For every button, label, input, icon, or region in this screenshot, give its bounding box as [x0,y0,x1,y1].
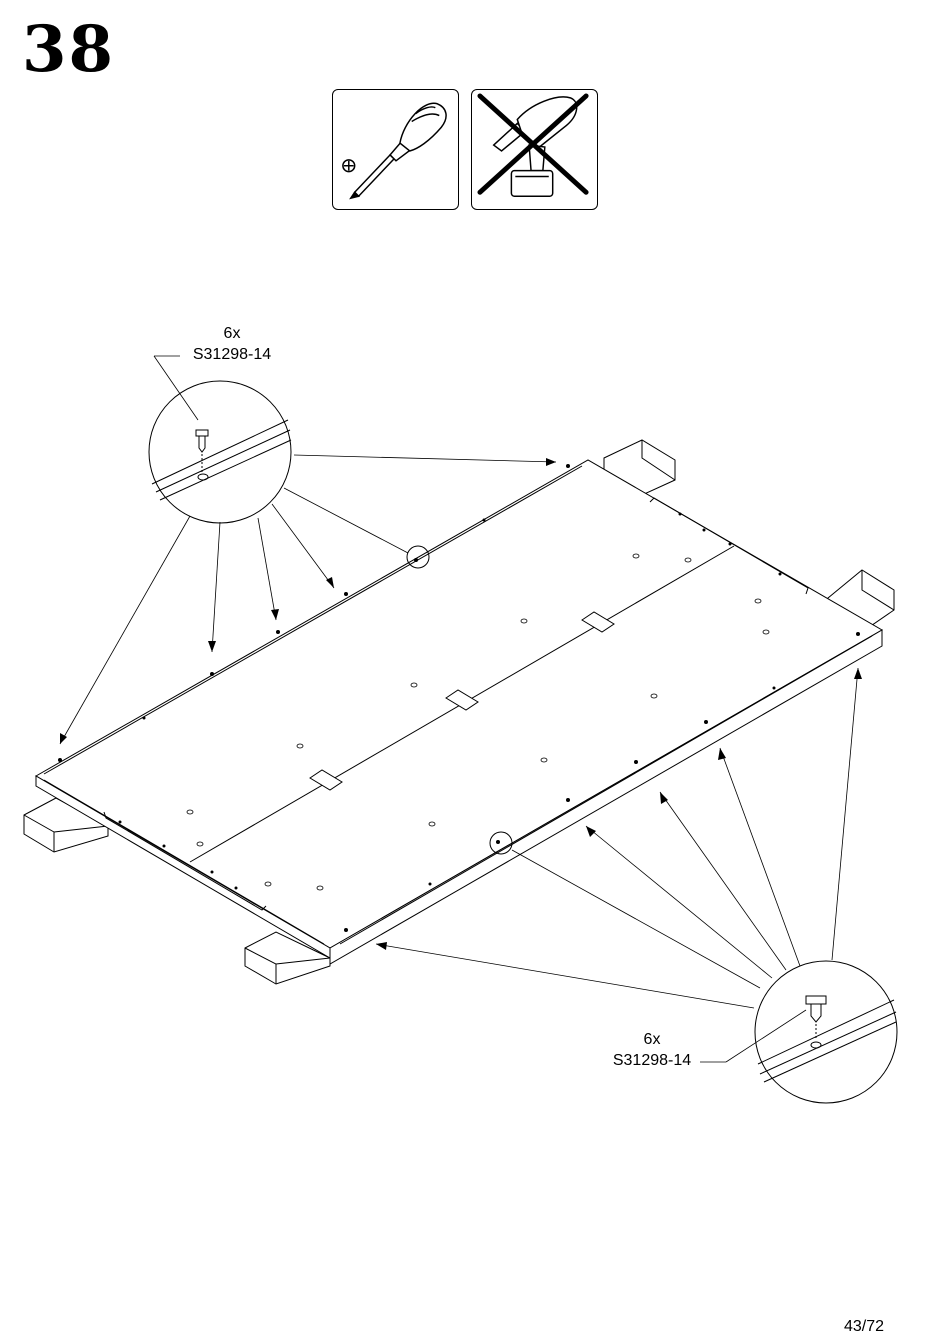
callout-bottom: 6x S31298-14 [590,1029,714,1071]
callout-quantity: 6x [590,1029,714,1050]
callout-part-code: S31298-14 [170,344,294,365]
callout-quantity: 6x [170,323,294,344]
page-number: 43/72 [844,1318,884,1336]
callout-part-code: S31298-14 [590,1050,714,1071]
screw-detail-top [149,381,291,523]
screw-detail-bottom [755,961,897,1103]
callout-top: 6x S31298-14 [170,323,294,365]
